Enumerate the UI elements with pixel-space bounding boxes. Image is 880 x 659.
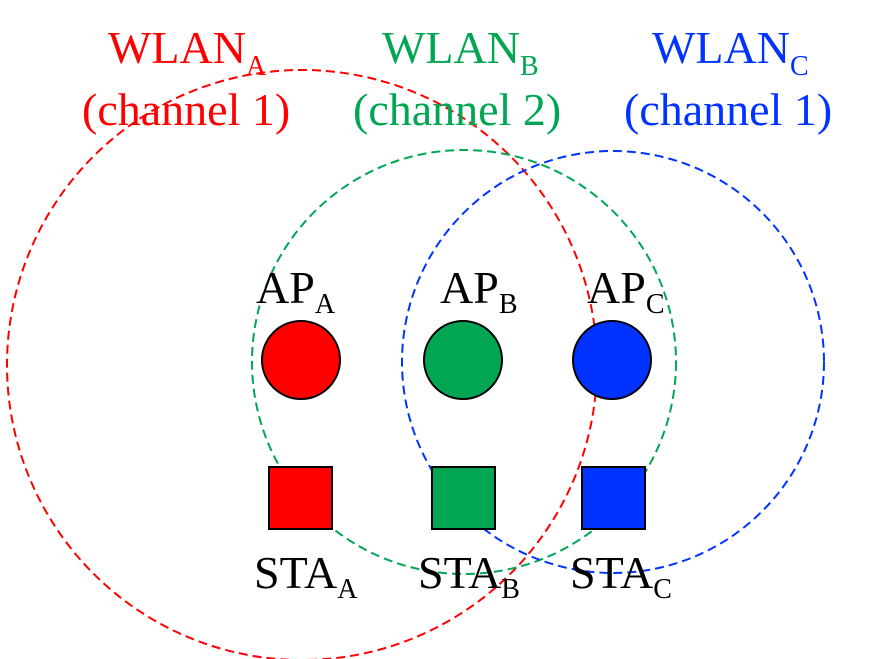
sta-a-label: STAA	[254, 547, 358, 605]
ap-b-label: APB	[440, 262, 518, 320]
wlan-b-title: WLANB	[382, 22, 539, 82]
wlan-c-title: WLANC	[652, 22, 809, 82]
wlan-c-coverage-range	[401, 150, 825, 574]
sta-c-label: STAC	[570, 547, 672, 605]
ap-a-label: APA	[256, 262, 336, 320]
wlan-c-channel-label: (channel 1)	[624, 84, 832, 135]
ap-c-label: APC	[587, 262, 665, 320]
ap-a-node	[261, 320, 341, 400]
ap-c-node	[572, 320, 652, 400]
sta-b-node	[431, 466, 496, 530]
ap-b-node	[423, 320, 503, 400]
sta-a-node	[268, 466, 333, 530]
sta-c-node	[581, 466, 646, 530]
wlan-b-channel-label: (channel 2)	[353, 84, 561, 135]
wlan-a-channel-label: (channel 1)	[82, 84, 290, 135]
wlan-b-coverage-range	[251, 149, 677, 575]
sta-b-label: STAB	[418, 547, 520, 605]
wlan-a-title: WLANA	[108, 22, 267, 82]
